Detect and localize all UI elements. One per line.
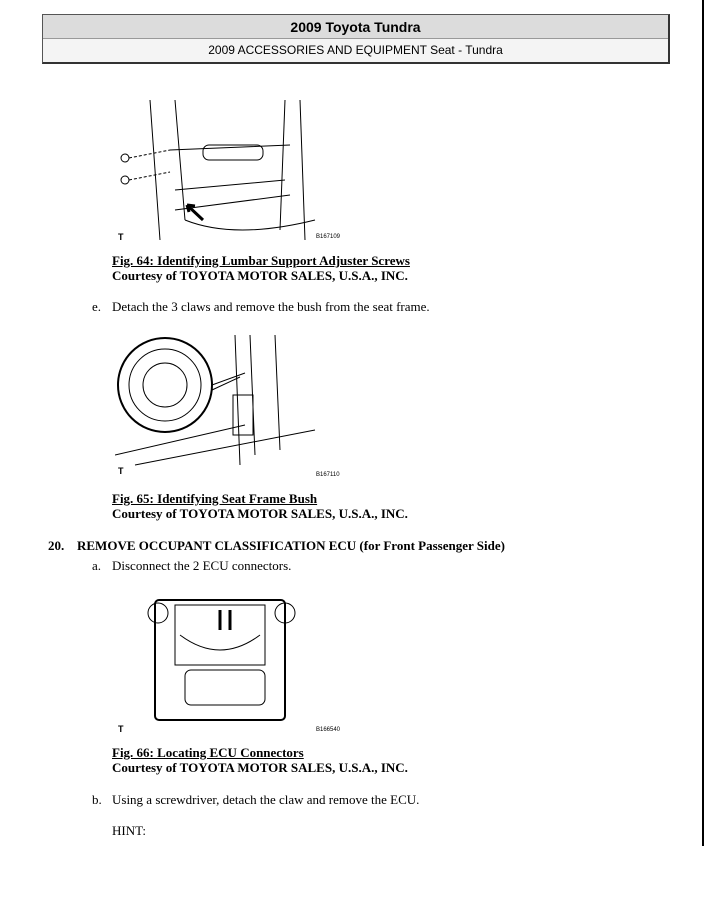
step-20-heading: REMOVE OCCUPANT CLASSIFICATION ECU (for … xyxy=(77,538,505,553)
step-a-text: Disconnect the 2 ECU connectors. xyxy=(112,558,292,573)
figure-64-code: B167109 xyxy=(316,234,341,240)
figure-64-marker: T xyxy=(118,232,124,242)
document-title: 2009 Toyota Tundra xyxy=(43,15,668,39)
step-20-label: 20. xyxy=(48,538,65,553)
figure-64-credit: Courtesy of TOYOTA MOTOR SALES, U.S.A., … xyxy=(112,268,408,283)
step-a-label: a. xyxy=(92,558,102,573)
figure-65-illustration xyxy=(115,335,316,466)
figure-64-caption: Fig. 64: Identifying Lumbar Support Adju… xyxy=(112,253,410,283)
figure-65-credit: Courtesy of TOYOTA MOTOR SALES, U.S.A., … xyxy=(112,506,408,521)
document-header: 2009 Toyota Tundra 2009 ACCESSORIES AND … xyxy=(42,14,670,64)
figure-66-marker: T xyxy=(118,724,124,734)
hint-label: HINT: xyxy=(112,823,147,838)
figure-66-credit: Courtesy of TOYOTA MOTOR SALES, U.S.A., … xyxy=(112,760,408,775)
document-subtitle: 2009 ACCESSORIES AND EQUIPMENT Seat - Tu… xyxy=(43,39,668,62)
page-edge-line xyxy=(702,0,704,846)
figure-65-code: B167110 xyxy=(316,472,340,478)
figure-66-title: Fig. 66: Locating ECU Connectors xyxy=(112,745,304,760)
step-e-label: e. xyxy=(92,299,102,314)
figure-66-illustration xyxy=(147,599,296,721)
step-e-text: Detach the 3 claws and remove the bush f… xyxy=(112,299,430,314)
step-b-label: b. xyxy=(92,792,102,807)
figure-65-marker: T xyxy=(118,466,124,476)
step-b-text: Using a screwdriver, detach the claw and… xyxy=(112,792,420,807)
figure-66-code: B166540 xyxy=(316,727,341,733)
figure-65-title: Fig. 65: Identifying Seat Frame Bush xyxy=(112,491,318,506)
figure-64-title: Fig. 64: Identifying Lumbar Support Adju… xyxy=(112,253,410,268)
figure-64-illustration xyxy=(120,100,316,241)
